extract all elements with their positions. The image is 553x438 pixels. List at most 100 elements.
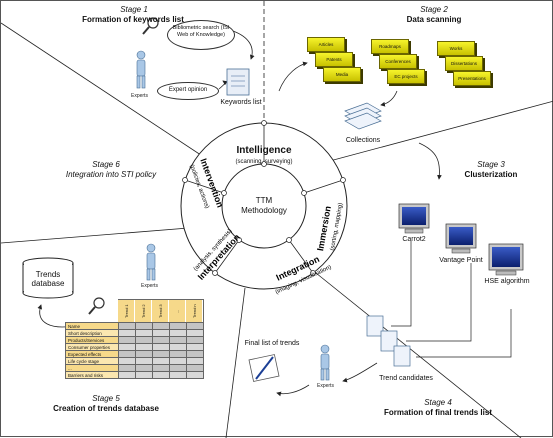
table-cell — [151, 336, 170, 344]
computer-icon-hse — [488, 243, 524, 276]
table-cell — [151, 364, 170, 372]
table-cell — [185, 364, 204, 372]
table-row: Short description — [65, 329, 204, 337]
keywords-list-label: Keywords list — [220, 99, 262, 106]
experts-label-s1: Experts — [131, 93, 148, 99]
table-cell — [117, 364, 136, 372]
table-cell — [168, 371, 187, 379]
folder-articles: Articles — [307, 37, 345, 52]
table-row: ... — [65, 364, 204, 372]
table-col-header: Trend 1 — [118, 299, 135, 323]
trend-candidates-docs-icon — [366, 315, 411, 367]
table-col-header: ... — [169, 299, 186, 323]
table-cell — [168, 357, 187, 365]
table-cell — [117, 350, 136, 358]
table-cell — [134, 329, 153, 337]
experts-label-s5: Experts — [141, 283, 158, 289]
table-cell — [151, 343, 170, 351]
magnifier-icon-s1 — [142, 17, 159, 35]
table-cell — [168, 336, 187, 344]
table-row-label: Name — [65, 322, 119, 330]
table-cell — [185, 371, 204, 379]
table-cell — [134, 357, 153, 365]
center-label-1: TTM — [255, 196, 273, 205]
final-list-label: Final list of trends — [244, 340, 300, 347]
tool-hse-algorithm: HSE algorithm — [484, 278, 530, 285]
table-cell — [134, 336, 153, 344]
biblio-search-bubble: Bibliometric search (ISI Web of Knowledg… — [167, 20, 235, 50]
expert-figure-s4 — [320, 344, 330, 381]
computer-icon-vantage — [445, 223, 477, 254]
stage4-name: Formation of final trends list — [383, 408, 492, 417]
table-cell — [185, 336, 204, 344]
table-col-header: Trend 3 — [152, 299, 169, 323]
table-cell — [151, 371, 170, 379]
collections-label: Collections — [345, 137, 381, 144]
table-cell — [185, 322, 204, 330]
table-row: Consumer properties — [65, 343, 204, 351]
table-row: Barriers and risks — [65, 371, 204, 379]
table-cell — [117, 343, 136, 351]
table-row: Life cycle stage — [65, 357, 204, 365]
magnifier-icon-s5 — [88, 297, 105, 315]
stage3-name: Clusterization — [464, 170, 518, 179]
stage4-number: Stage 4 — [424, 398, 452, 407]
table-cell — [117, 329, 136, 337]
table-row-label: Expected effects — [65, 350, 119, 358]
stage2-name: Data scanning — [406, 15, 462, 24]
table-cell — [168, 343, 187, 351]
divider-bottom-left — [225, 287, 246, 438]
folder-roadmaps: Roadmaps — [371, 39, 409, 54]
tool-vantage-point: Vantage Point — [439, 257, 483, 264]
ring-intelligence-sub: (scanning, surveying) — [235, 159, 293, 165]
table-row-label: ... — [65, 364, 119, 372]
table-cell — [185, 329, 204, 337]
table-cell — [134, 350, 153, 358]
folder-works: Works — [437, 41, 475, 56]
table-cell — [134, 343, 153, 351]
stage6-number: Stage 6 — [92, 160, 120, 169]
table-cell — [134, 364, 153, 372]
divider-top-right — [310, 100, 553, 167]
stage1-number: Stage 1 — [120, 5, 148, 14]
divider-left — [1, 226, 202, 244]
table-row-label: Consumer properties — [65, 343, 119, 351]
computer-icon-carrot2 — [398, 203, 430, 234]
collections-stack-icon — [344, 102, 382, 130]
folder-patents: Patents — [315, 52, 353, 67]
folder-ec-projects: EC projects — [387, 69, 425, 84]
table-col-header: Trend n — [186, 299, 203, 323]
ring-intelligence-title: Intelligence — [236, 145, 292, 156]
folder-dissertations: Dissertations — [445, 56, 483, 71]
stage5-name: Creation of trends database — [53, 404, 159, 413]
expert-figure-s1 — [136, 50, 146, 89]
trends-database-label: Trends database — [31, 270, 65, 288]
table-cell — [151, 322, 170, 330]
table-cell — [151, 350, 170, 358]
table-col-header: Trend 2 — [135, 299, 152, 323]
table-row: Name — [65, 322, 204, 330]
keywords-document-icon — [226, 68, 250, 96]
trend-candidates-label: Trend candidates — [379, 375, 433, 382]
table-cell — [168, 364, 187, 372]
table-cell — [134, 371, 153, 379]
folder-media: Media — [323, 67, 361, 82]
table-row: Expected effects — [65, 350, 204, 358]
final-list-doc-icon — [248, 354, 280, 382]
table-cell — [117, 336, 136, 344]
stage6-name: Integration into STI policy — [65, 170, 157, 179]
divider-top-left — [1, 22, 220, 168]
table-cell — [151, 357, 170, 365]
expert-opinion-bubble: Expert opinion — [157, 82, 219, 100]
table-row-label: Products/Services — [65, 336, 119, 344]
table-row: Products/Services — [65, 336, 204, 344]
table-row-label: Life cycle stage — [65, 357, 119, 365]
table-cell — [168, 350, 187, 358]
table-row-label: Barriers and risks — [65, 371, 119, 379]
expert-figure-s5 — [146, 243, 156, 281]
table-cell — [185, 357, 204, 365]
stage3-number: Stage 3 — [477, 160, 505, 169]
table-cell — [168, 329, 187, 337]
